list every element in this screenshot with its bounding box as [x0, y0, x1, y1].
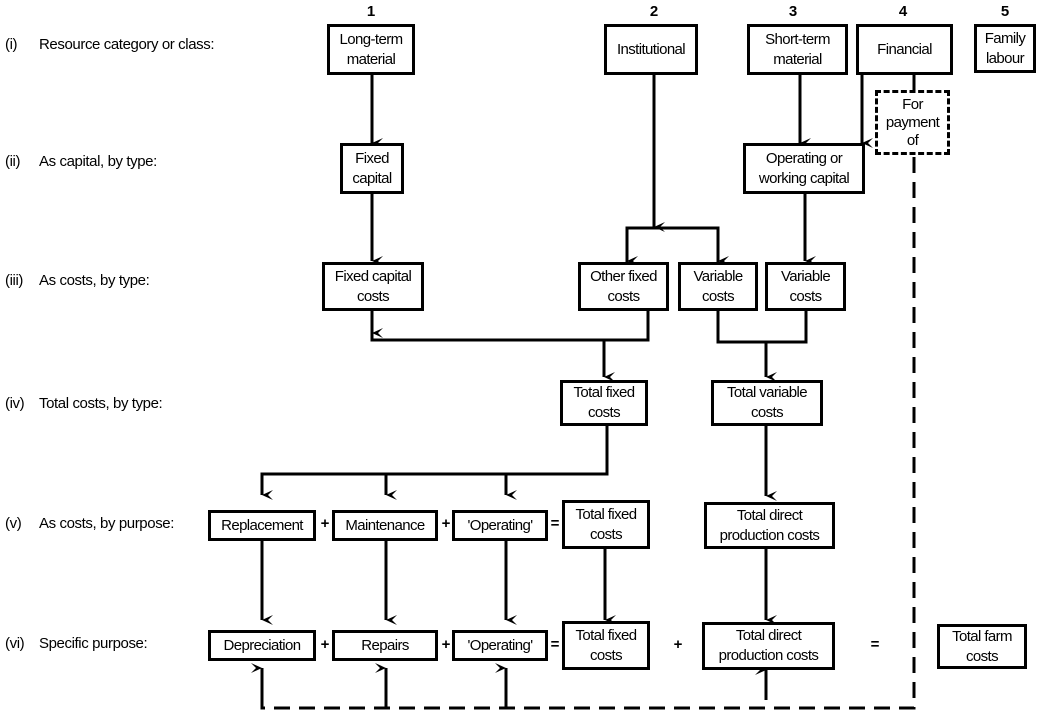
- node-fixed-capital: Fixed capital: [340, 143, 404, 194]
- row-label-v: (v)As costs, by purpose:: [5, 515, 175, 532]
- operator-plus: +: [441, 515, 451, 532]
- edge-totalfixed-split: [260, 425, 609, 494]
- operator-plus: +: [320, 636, 330, 653]
- node-total-fixed-costs-vi: Total fixed costs: [562, 621, 650, 670]
- node-total-direct-production-costs-v: Total direct production costs: [704, 502, 835, 549]
- node-operating-vi: 'Operating': [452, 630, 548, 661]
- node-for-payment-of: For payment of: [875, 90, 950, 155]
- row-label-iii: (iii)As costs, by type:: [5, 272, 150, 289]
- node-total-farm-costs: Total farm costs: [937, 624, 1027, 669]
- row-label-ii: (ii)As capital, by type:: [5, 153, 157, 170]
- row-label-i: (i)Resource category or class:: [5, 36, 215, 53]
- node-long-term-material: Long-term material: [327, 24, 415, 75]
- node-total-fixed-costs-iv: Total fixed costs: [560, 380, 648, 426]
- node-total-variable-costs: Total variable costs: [711, 380, 823, 426]
- operator-plus: +: [673, 636, 683, 653]
- node-depreciation: Depreciation: [208, 630, 316, 661]
- operator-plus: +: [441, 636, 451, 653]
- column-number-4: 4: [898, 3, 908, 20]
- node-fixed-capital-costs: Fixed capital costs: [322, 262, 424, 311]
- node-other-fixed-costs: Other fixed costs: [578, 262, 669, 311]
- operator-equals: =: [550, 515, 560, 532]
- edge-merge-fixed: [370, 310, 650, 342]
- row-label-vi: (vi)Specific purpose:: [5, 635, 148, 652]
- node-operating-v: 'Operating': [452, 510, 548, 541]
- node-replacement: Replacement: [208, 510, 316, 541]
- node-maintenance: Maintenance: [332, 510, 438, 541]
- node-variable-costs-a: Variable costs: [678, 262, 758, 311]
- node-financial: Financial: [856, 24, 953, 75]
- column-number-3: 3: [788, 3, 798, 20]
- row-label-iv: (iv)Total costs, by type:: [5, 395, 163, 412]
- node-institutional: Institutional: [604, 24, 698, 75]
- dashed-payment-line: [260, 157, 916, 710]
- node-total-direct-production-costs-vi: Total direct production costs: [702, 622, 835, 670]
- column-number-1: 1: [366, 3, 376, 20]
- column-number-5: 5: [1000, 3, 1010, 20]
- node-family-labour: Family labour: [974, 24, 1036, 73]
- operator-equals: =: [550, 636, 560, 653]
- node-operating-working-capital: Operating or working capital: [743, 143, 865, 194]
- node-short-term-material: Short-term material: [747, 24, 848, 75]
- column-number-2: 2: [649, 3, 659, 20]
- edge-merge-variable: [716, 310, 808, 344]
- node-variable-costs-b: Variable costs: [765, 262, 846, 311]
- edge-institutional-split: [625, 226, 720, 262]
- node-repairs: Repairs: [332, 630, 438, 661]
- node-total-fixed-costs-v: Total fixed costs: [562, 500, 650, 549]
- operator-equals: =: [870, 636, 880, 653]
- operator-plus: +: [320, 515, 330, 532]
